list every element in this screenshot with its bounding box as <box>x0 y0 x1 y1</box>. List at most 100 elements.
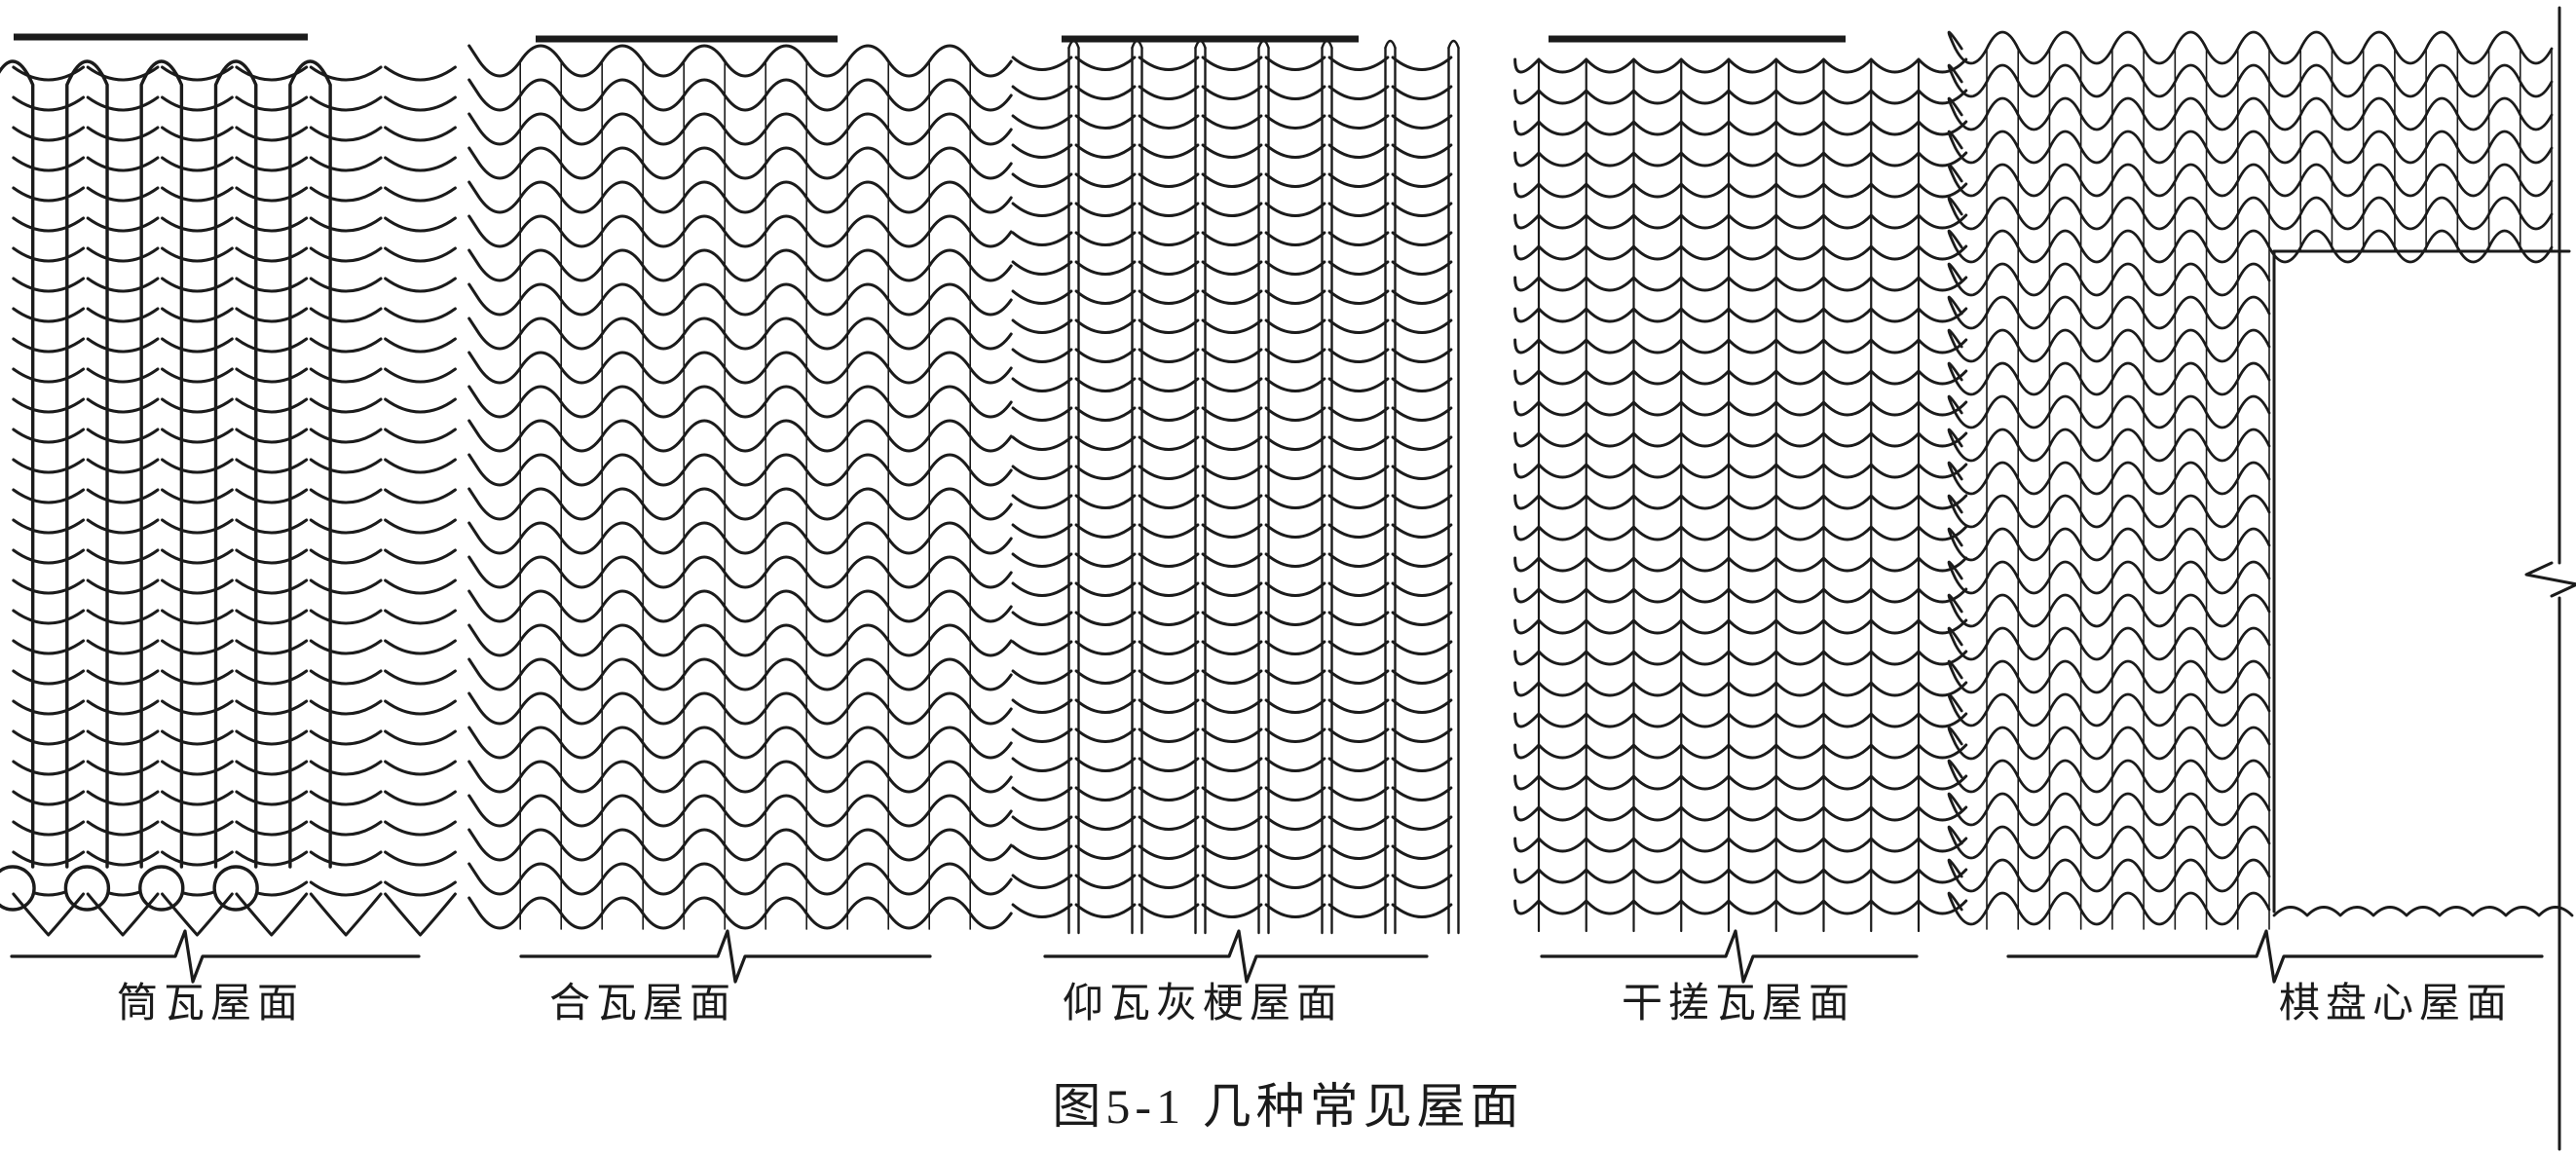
pan-tile-row <box>1074 465 1137 480</box>
pan-tile-row <box>384 548 457 565</box>
roof-panel-group <box>0 30 2574 937</box>
pan-tile-row <box>1264 465 1326 480</box>
pan-tile-row <box>86 760 160 776</box>
pan-tile-row <box>86 790 160 806</box>
pan-tile-row <box>384 126 457 142</box>
pan-tile-row <box>1327 815 1390 831</box>
pan-tile-row <box>1011 143 1073 159</box>
scallop-tile-row <box>1513 463 1968 479</box>
pan-tile-row <box>309 458 383 474</box>
drip-tile <box>309 892 383 937</box>
pan-tile-row <box>384 578 457 595</box>
scallop-tile-row <box>1513 182 1968 199</box>
drip-tile <box>161 892 234 937</box>
wave-tile-row <box>1947 295 2271 330</box>
wave-tile-row <box>1947 560 2271 595</box>
pan-tile-row <box>1327 260 1390 276</box>
pan-tile-row <box>12 850 86 867</box>
wave-tile-row <box>1947 726 2271 761</box>
panel-baseline <box>2006 929 2544 984</box>
pan-tile-row <box>12 518 86 535</box>
pan-tile-row <box>1074 172 1137 188</box>
scallop-tile-row <box>1513 681 1968 697</box>
scallop-tile-row <box>1513 868 1968 884</box>
pan-tile-row <box>1391 56 1453 71</box>
pan-tile-row <box>86 277 160 293</box>
pan-tile-row <box>1327 406 1390 422</box>
pan-tile-row <box>1011 698 1073 714</box>
scallop-tile-row <box>1513 400 1968 417</box>
pan-tile-row <box>1391 903 1453 918</box>
pan-tile-row <box>1391 786 1453 802</box>
pan-tile-row <box>1011 435 1073 451</box>
pan-tile-row <box>12 488 86 504</box>
pan-tile-row <box>1074 56 1137 71</box>
pan-tile-row <box>384 428 457 444</box>
panel-yangwa-huigeng <box>1011 39 1460 935</box>
pan-tile-row <box>1391 114 1453 130</box>
pan-tile-row <box>1138 698 1200 714</box>
scallop-tile-row <box>1513 743 1968 760</box>
pan-tile-row <box>161 458 234 474</box>
drip-tile <box>86 892 160 937</box>
pan-tile-row <box>1074 874 1137 889</box>
round-eave-tile <box>138 865 185 912</box>
pan-tile-row <box>384 639 457 655</box>
wave-tile-row <box>1947 96 2554 131</box>
pan-tile-row <box>1391 669 1453 685</box>
scallop-tile-row <box>1513 431 1968 448</box>
pan-tile-row <box>1391 844 1453 860</box>
scallop-tile-row <box>1513 57 1968 74</box>
panel-gancuowa <box>1513 57 1968 933</box>
pan-tile-row <box>161 639 234 655</box>
pan-tile-row <box>1074 202 1137 217</box>
pan-tile-row <box>1011 494 1073 509</box>
pan-tile-row <box>384 156 457 172</box>
pan-tile-row <box>1391 611 1453 626</box>
pan-tile-row <box>1138 260 1200 276</box>
pan-tile-row <box>161 760 234 776</box>
pan-tile-row <box>1391 172 1453 188</box>
pan-tile-row <box>309 246 383 263</box>
pan-tile-row <box>86 699 160 716</box>
pan-tile-row <box>1201 143 1263 159</box>
pan-tile-row <box>161 246 234 263</box>
pan-tile-row <box>1074 611 1137 626</box>
pan-tile-row <box>235 548 309 565</box>
pan-tile-row <box>235 578 309 595</box>
panel-label-tongwa: 筒瓦屋面 <box>116 982 304 1026</box>
pan-tile-row <box>1138 377 1200 392</box>
scallop-tile-row <box>1513 89 1968 105</box>
wave-tile-row <box>1947 30 2554 65</box>
pan-tile-row <box>1074 377 1137 392</box>
ridge-and-baseline-group <box>10 6 2576 1151</box>
pan-tile-row <box>1201 523 1263 539</box>
panel-tongwa <box>0 59 457 937</box>
wave-tile-row <box>1947 792 2271 827</box>
pan-tile-row <box>1327 903 1390 918</box>
pan-tile-row <box>1011 465 1073 480</box>
pan-tile-row <box>1391 757 1453 772</box>
pan-tile-row <box>1264 786 1326 802</box>
pan-tile-row <box>12 669 86 686</box>
pan-tile-row <box>12 397 86 414</box>
pan-tile-row <box>12 548 86 565</box>
wavy-eave-line <box>2272 906 2574 917</box>
pan-tile-row <box>1327 202 1390 217</box>
pan-tile-row <box>1011 552 1073 568</box>
round-eave-tile <box>63 865 111 912</box>
pan-tile-row <box>384 850 457 867</box>
pan-tile-row <box>1327 552 1390 568</box>
pan-tile-row <box>1201 786 1263 802</box>
pan-tile-row <box>1074 698 1137 714</box>
pan-tile-row <box>384 186 457 203</box>
pan-tile-row <box>86 65 160 82</box>
pan-tile-row <box>1264 698 1326 714</box>
pan-tile-row <box>384 95 457 112</box>
pan-tile-row <box>1201 874 1263 889</box>
pan-tile-row <box>1264 143 1326 159</box>
pan-tile-row <box>1264 494 1326 509</box>
pan-tile-row <box>235 699 309 716</box>
pan-tile-row <box>1011 318 1073 334</box>
pan-tile-row <box>86 397 160 414</box>
